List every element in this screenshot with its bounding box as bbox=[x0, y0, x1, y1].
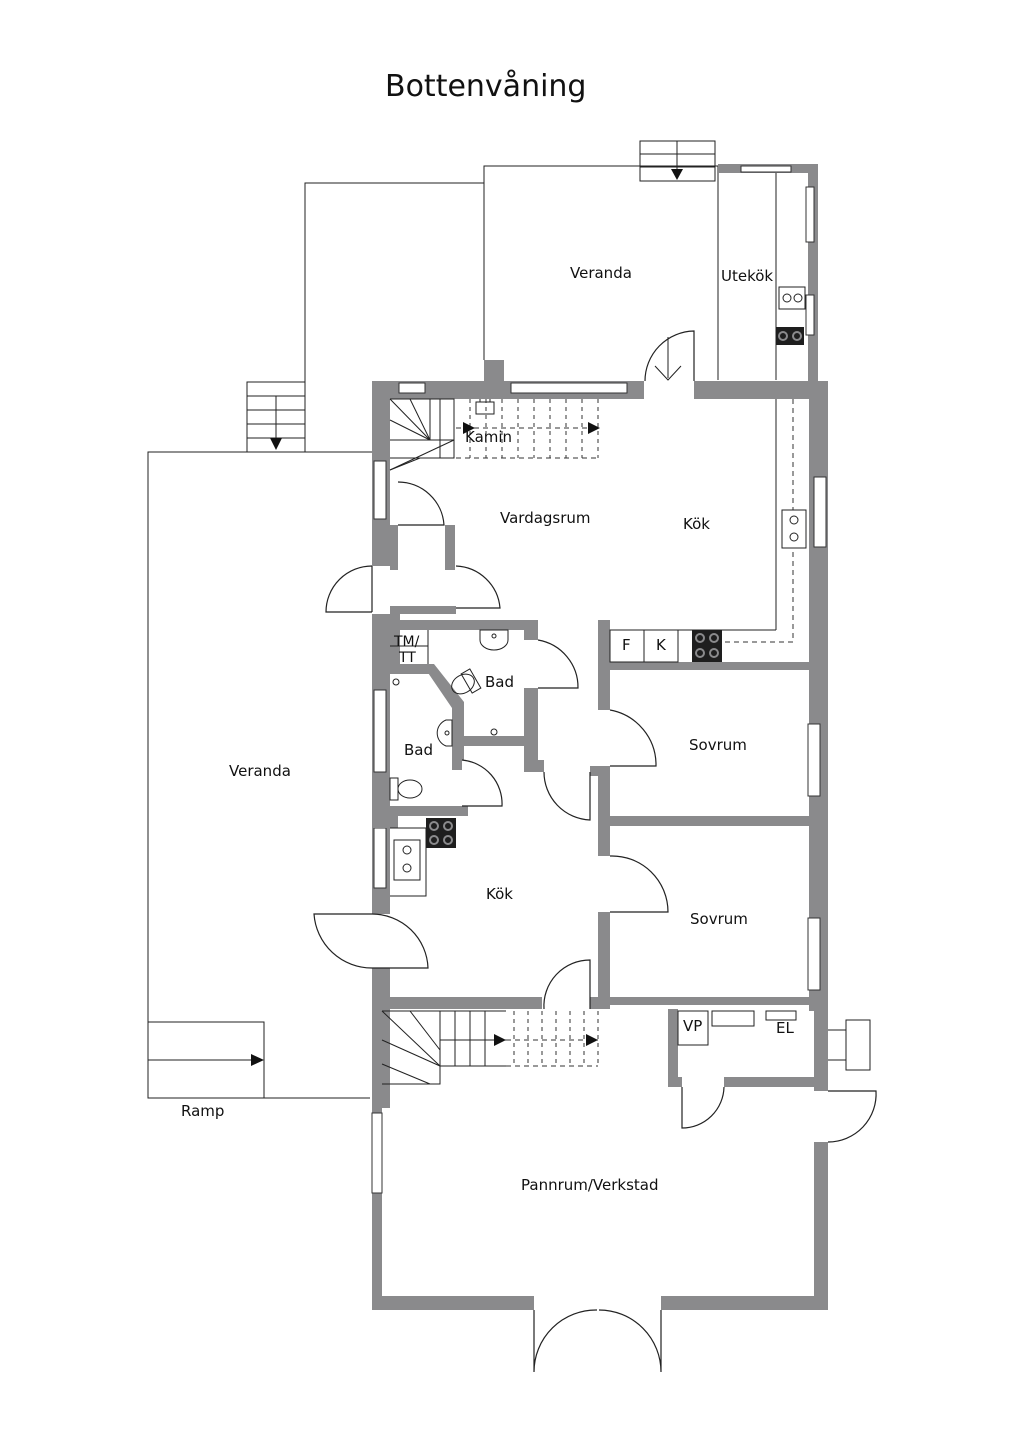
washbasin-icon bbox=[436, 719, 453, 747]
window-icon bbox=[510, 382, 628, 394]
direction-arrow-icon bbox=[586, 1034, 598, 1046]
label-pannrum: Pannrum/Verkstad bbox=[521, 1176, 659, 1194]
window-icon bbox=[373, 460, 387, 520]
utekok-walls bbox=[718, 164, 818, 382]
stove-icon bbox=[776, 327, 804, 345]
upper-deck-outline bbox=[304, 182, 485, 450]
label-veranda-left: Veranda bbox=[229, 762, 291, 780]
label-ramp: Ramp bbox=[181, 1102, 224, 1120]
window-icon bbox=[807, 917, 821, 991]
label-kamin: Kamin bbox=[465, 428, 512, 446]
label-kok-upper: Kök bbox=[683, 515, 710, 533]
direction-arrow-icon bbox=[588, 422, 600, 434]
entry-door-top bbox=[644, 330, 695, 382]
interior-walls bbox=[372, 525, 814, 1087]
window-icon bbox=[373, 827, 387, 889]
top-veranda-steps bbox=[639, 140, 716, 182]
label-freezer: K bbox=[656, 636, 667, 654]
deck-steps-left bbox=[246, 381, 306, 453]
label-tm-tt-1: TM/ bbox=[393, 634, 420, 650]
direction-arrow-icon bbox=[251, 1054, 264, 1066]
toilet-icon bbox=[389, 777, 423, 801]
label-vardagsrum: Vardagsrum bbox=[500, 509, 591, 527]
label-tm-tt-2: TT bbox=[398, 650, 416, 666]
label-bad-upper: Bad bbox=[485, 673, 514, 691]
window-icon bbox=[371, 1112, 383, 1194]
direction-arrow-icon bbox=[270, 438, 282, 450]
label-utekok: Utekök bbox=[721, 267, 773, 285]
label-bad-lower: Bad bbox=[404, 741, 433, 759]
utility-fixtures bbox=[677, 1010, 871, 1071]
stairs-icon bbox=[381, 398, 600, 1085]
direction-arrow-icon bbox=[463, 422, 475, 434]
toilet-icon bbox=[451, 668, 482, 695]
bathroom-fixtures bbox=[389, 629, 509, 801]
lower-kitchen-counter bbox=[390, 818, 456, 897]
label-sovrum-2: Sovrum bbox=[690, 910, 748, 928]
washbasin-icon bbox=[479, 629, 509, 651]
window-icon bbox=[813, 476, 827, 548]
sink-icon bbox=[393, 839, 421, 881]
upper-kitchen-counter bbox=[609, 399, 807, 663]
window-icon bbox=[398, 382, 426, 394]
top-veranda-outline bbox=[483, 165, 719, 380]
plan-title: Bottenvåning bbox=[385, 69, 586, 104]
direction-arrow-icon bbox=[494, 1034, 506, 1046]
windows bbox=[371, 382, 827, 1194]
fireplace-icon bbox=[475, 399, 495, 415]
direction-arrow-icon bbox=[671, 169, 683, 180]
door-swing-icon bbox=[313, 481, 877, 1373]
label-el: EL bbox=[776, 1019, 794, 1037]
ramp bbox=[147, 1021, 265, 1099]
label-vp: VP bbox=[683, 1017, 702, 1035]
label-fridge: F bbox=[622, 636, 631, 654]
window-icon bbox=[807, 723, 821, 797]
direction-arrow-icon bbox=[654, 365, 682, 381]
label-sovrum-1: Sovrum bbox=[689, 736, 747, 754]
label-kok-lower: Kök bbox=[486, 885, 513, 903]
window-icon bbox=[373, 689, 387, 773]
label-veranda-top: Veranda bbox=[570, 264, 632, 282]
